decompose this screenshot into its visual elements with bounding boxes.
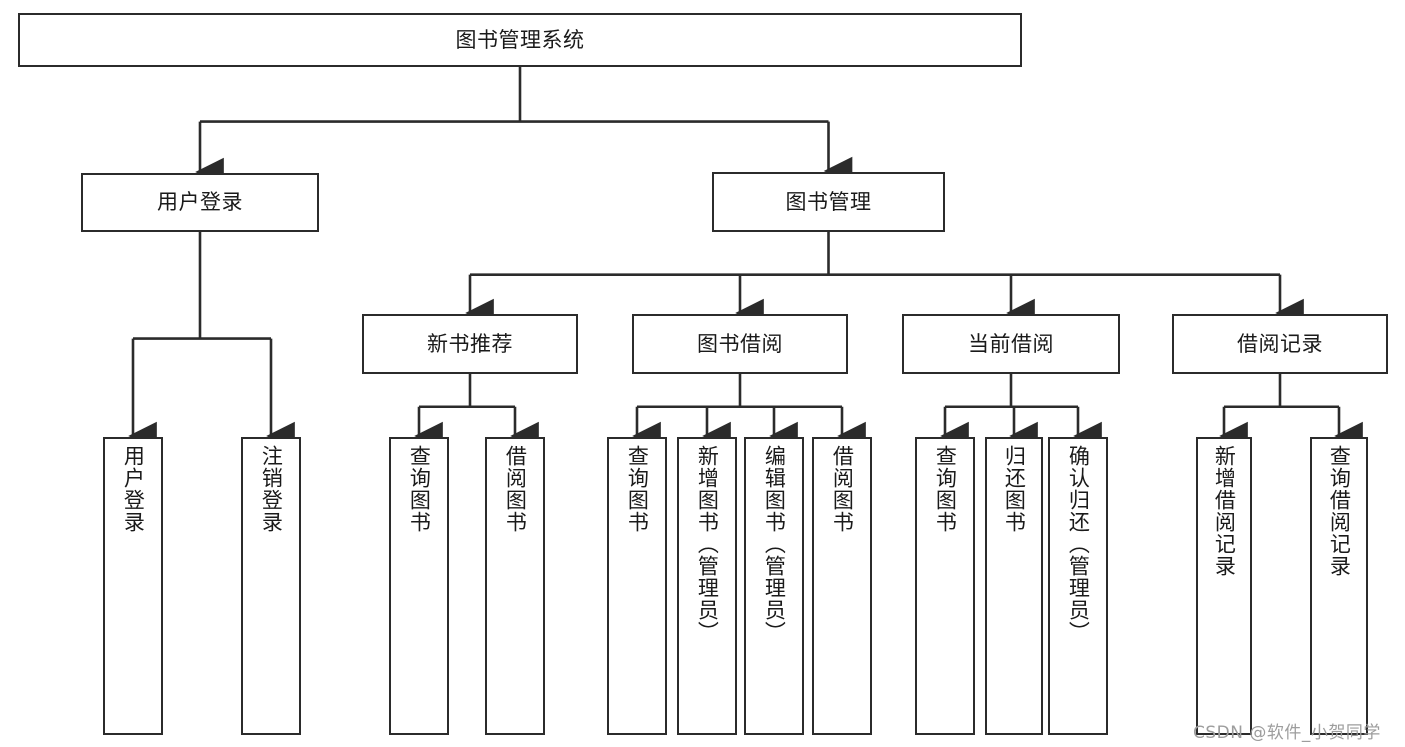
node-new-book-rec[interactable]: 新书推荐: [362, 314, 578, 374]
node-leaf-cur-return[interactable]: 归还图书: [985, 437, 1043, 735]
node-label: 用户登录: [157, 190, 243, 215]
node-leaf-rec-borrow[interactable]: 借阅图书: [485, 437, 545, 735]
node-label: 借阅图书: [830, 445, 855, 533]
node-label: 图书管理系统: [455, 27, 585, 52]
csdn-watermark: CSDN @软件_小贺同学: [1193, 723, 1381, 743]
node-leaf-cur-query[interactable]: 查询图书: [915, 437, 975, 735]
node-root[interactable]: 图书管理系统: [18, 13, 1022, 67]
node-label: 图书借阅: [697, 331, 783, 356]
node-leaf-user-logout[interactable]: 注销登录: [241, 437, 301, 735]
node-label: 查询图书: [625, 445, 650, 533]
node-leaf-brw-edit[interactable]: 编辑图书（管理员）: [744, 437, 804, 735]
node-label: 用户登录: [121, 445, 146, 533]
node-leaf-rec-search[interactable]: 查询借阅记录: [1310, 437, 1368, 735]
node-label: 新增图书（管理员）: [695, 445, 720, 643]
node-label: 查询图书: [933, 445, 958, 533]
node-label: 图书管理: [785, 189, 872, 214]
node-label: 注销登录: [259, 445, 284, 533]
node-label: 确认归还（管理员）: [1066, 445, 1091, 643]
node-label: 编辑图书（管理员）: [762, 445, 787, 643]
node-label: 当前借阅: [968, 331, 1054, 356]
node-current-borrow[interactable]: 当前借阅: [902, 314, 1120, 374]
node-borrow-record[interactable]: 借阅记录: [1172, 314, 1388, 374]
node-leaf-rec-query[interactable]: 查询图书: [389, 437, 449, 735]
node-leaf-brw-query[interactable]: 查询图书: [607, 437, 667, 735]
node-label: 查询借阅记录: [1327, 445, 1352, 577]
node-book-borrow[interactable]: 图书借阅: [632, 314, 848, 374]
node-label: 查询图书: [407, 445, 432, 533]
node-label: 归还图书: [1002, 445, 1027, 533]
node-label: 新增借阅记录: [1212, 445, 1237, 577]
node-leaf-user-login[interactable]: 用户登录: [103, 437, 163, 735]
node-leaf-rec-add[interactable]: 新增借阅记录: [1196, 437, 1252, 735]
node-label: 新书推荐: [427, 331, 513, 356]
node-leaf-cur-confirm[interactable]: 确认归还（管理员）: [1048, 437, 1108, 735]
node-label: 借阅图书: [503, 445, 528, 533]
node-book-manage[interactable]: 图书管理: [712, 172, 945, 232]
node-label: 借阅记录: [1237, 331, 1323, 356]
node-user-login[interactable]: 用户登录: [81, 173, 319, 232]
node-leaf-brw-add[interactable]: 新增图书（管理员）: [677, 437, 737, 735]
node-leaf-brw-borrow[interactable]: 借阅图书: [812, 437, 872, 735]
